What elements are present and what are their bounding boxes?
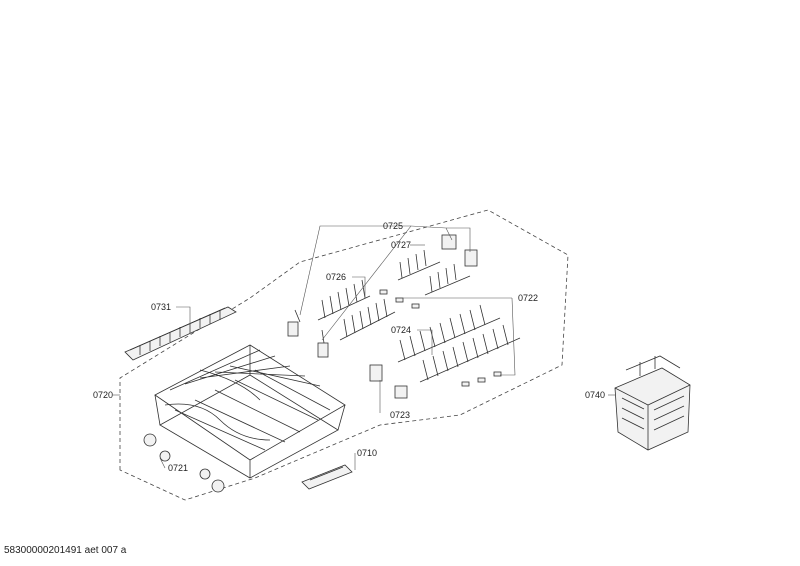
label-0723: 0723 [390,410,410,420]
lower-basket-0720 [154,344,346,479]
label-0727: 0727 [391,240,411,250]
rail-part-0731 [124,306,237,361]
tine-rack-0726 [317,279,396,341]
hinges-0725-top [441,234,478,267]
tine-rack-0724 [397,304,521,383]
label-0740: 0740 [585,390,605,400]
wheels-0721 [143,433,225,493]
clips-0723 [369,364,408,399]
label-0731: 0731 [151,302,171,312]
label-0710: 0710 [357,448,377,458]
label-0722: 0722 [518,293,538,303]
label-0720: 0720 [93,390,113,400]
leader-lines [113,225,615,470]
label-0725: 0725 [383,221,403,231]
tine-rack-0727 [397,249,471,296]
plate-0710 [301,464,353,490]
pins-0722 [379,289,502,387]
cutlery-basket-0740 [614,355,691,451]
assembly-outline [119,209,569,501]
drawing-id: 58300000201491 aet 007 a [4,545,127,556]
label-0724: 0724 [391,325,411,335]
label-0726: 0726 [326,272,346,282]
clips-0725 [287,309,329,358]
label-0721: 0721 [168,463,188,473]
